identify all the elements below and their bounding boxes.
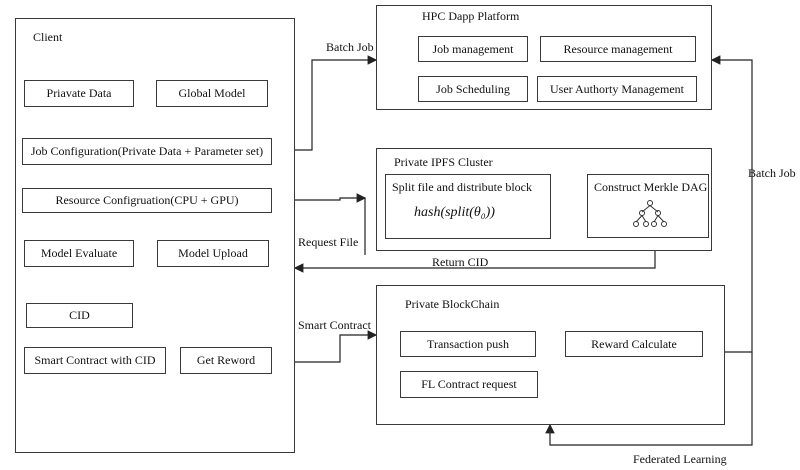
model-evaluate-box[interactable]: Model Evaluate	[24, 240, 134, 267]
batch-job-loop-arrow	[710, 55, 753, 353]
hpc-title: HPC Dapp Platform	[422, 9, 520, 23]
request-file-label: Request File	[298, 235, 359, 249]
fl-contract-request-box[interactable]: FL Contract request	[400, 371, 538, 398]
model-upload-box[interactable]: Model Upload	[157, 240, 269, 267]
job-management-box[interactable]: Job management	[418, 36, 528, 62]
split-formula: hash(split(θ₀))	[414, 205, 495, 220]
merkle-dag-box[interactable]	[587, 174, 709, 238]
reward-calculate-box[interactable]: Reward Calculate	[565, 331, 703, 357]
federated-learning-arrow	[545, 352, 753, 446]
batch-job-label-top: Batch Job	[326, 40, 374, 54]
resource-configuration-box[interactable]: Resource Configruation(CPU + GPU)	[22, 188, 272, 213]
resource-management-box[interactable]: Resource management	[540, 36, 696, 62]
global-model-box[interactable]: Global Model	[156, 80, 268, 107]
private-data-box[interactable]: Priavate Data	[24, 80, 134, 107]
smart-contract-with-cid-box[interactable]: Smart Contract with CID	[24, 347, 166, 374]
ipfs-title: Private IPFS Cluster	[394, 155, 493, 169]
smart-contract-label: Smart Contract	[298, 318, 371, 332]
job-scheduling-box[interactable]: Job Scheduling	[418, 76, 528, 102]
user-authority-management-box[interactable]: User Authorty Management	[537, 76, 697, 102]
merkle-tree-icon	[633, 200, 667, 227]
split-file-box[interactable]	[385, 174, 551, 239]
job-configuration-box[interactable]: Job Configuration(Private Data + Paramet…	[22, 138, 272, 165]
cid-box[interactable]: CID	[26, 303, 133, 328]
transaction-push-box[interactable]: Transaction push	[400, 331, 536, 357]
return-cid-label: Return CID	[432, 255, 489, 269]
merkle-dag-label: Construct Merkle DAG	[594, 180, 708, 194]
federated-learning-label: Federated Learning	[633, 452, 727, 466]
get-reword-box[interactable]: Get Reword	[180, 347, 272, 374]
request-file-arrow	[272, 193, 367, 203]
split-file-title: Split file and distribute block	[392, 180, 532, 194]
batch-job-label-right: Batch Job	[748, 166, 796, 180]
client-title: Client	[33, 30, 63, 44]
blockchain-title: Private BlockChain	[405, 297, 500, 311]
smart-contract-arrow	[295, 330, 378, 363]
